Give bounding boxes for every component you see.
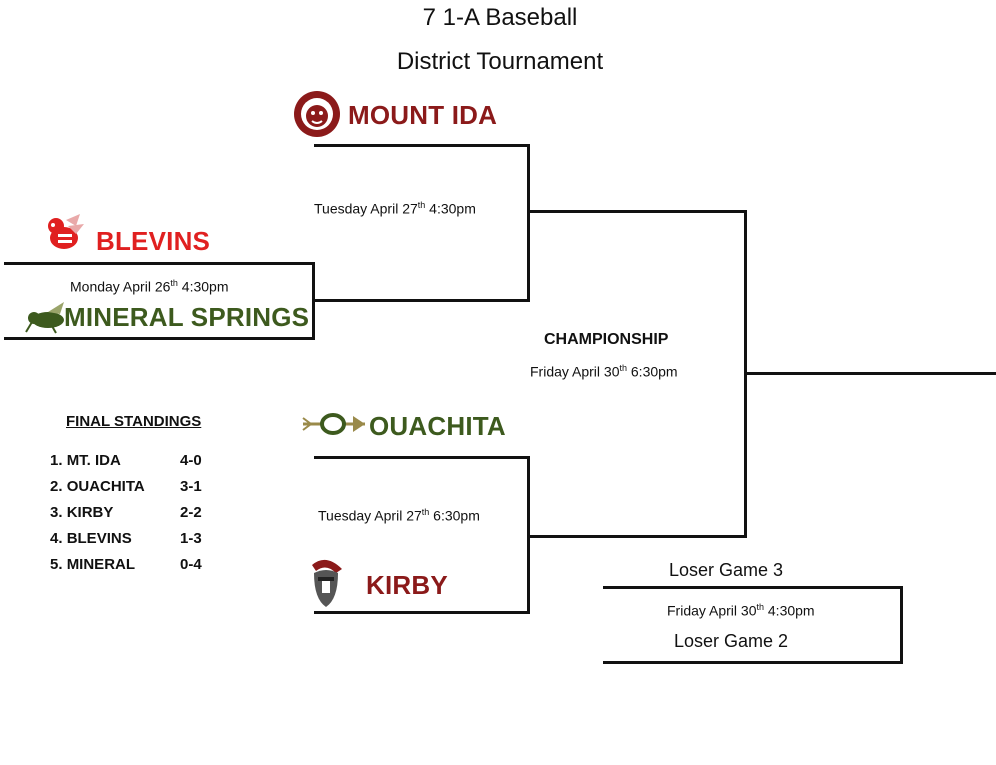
game-date: Friday April 30 bbox=[667, 602, 757, 619]
bracket-line bbox=[314, 456, 530, 459]
team-ouachita: OUACHITA bbox=[369, 411, 506, 441]
arrow-o-icon bbox=[301, 412, 367, 441]
game-date: Tuesday April 27 bbox=[314, 200, 418, 217]
standings-team: OUACHITA bbox=[66, 478, 145, 495]
standings-title: FINAL STANDINGS bbox=[66, 413, 202, 430]
bracket-line bbox=[744, 372, 996, 375]
standings-record: 1-3 bbox=[180, 530, 202, 547]
game-date: Tuesday April 27 bbox=[318, 507, 422, 524]
standings-list: 1. MT. IDA 4-0 2. OUACHITA 3-1 3. KIRBY … bbox=[50, 452, 250, 582]
standings-row: 5. MINERAL 0-4 bbox=[50, 556, 202, 573]
standings-position: 4. bbox=[50, 530, 63, 547]
standings-row: 3. KIRBY 2-2 bbox=[50, 504, 202, 521]
standings-team: BLEVINS bbox=[66, 530, 132, 547]
bracket-line bbox=[900, 586, 903, 664]
game-time: 4:30pm bbox=[177, 278, 229, 295]
game-3-schedule: Tuesday April 27th 6:30pm bbox=[318, 507, 480, 524]
bracket-line bbox=[4, 262, 315, 265]
date-suffix: th bbox=[417, 200, 426, 210]
consolation-bottom-slot: Loser Game 2 bbox=[674, 631, 789, 651]
game-time: 6:30pm bbox=[627, 363, 678, 380]
standings-record: 0-4 bbox=[180, 556, 202, 573]
standings-position: 2. bbox=[50, 478, 63, 495]
team-mineral-springs: MINERAL SPRINGS bbox=[64, 302, 310, 332]
standings-team: KIRBY bbox=[66, 504, 114, 521]
trojan-helmet-icon bbox=[306, 555, 346, 614]
hornet-icon bbox=[36, 212, 88, 259]
championship-label: CHAMPIONSHIP bbox=[544, 331, 669, 348]
standings-row: 4. BLEVINS 1-3 bbox=[50, 530, 202, 547]
standings-team: MINERAL bbox=[66, 556, 136, 573]
team-mount-ida: MOUNT IDA bbox=[348, 100, 498, 130]
bracket-line bbox=[4, 337, 315, 340]
page-title: 7 1-A Baseball bbox=[422, 4, 578, 31]
team-blevins: BLEVINS bbox=[96, 226, 211, 256]
date-suffix: th bbox=[421, 507, 430, 517]
standings-record: 4-0 bbox=[180, 452, 202, 469]
standings-record: 3-1 bbox=[180, 478, 202, 495]
standings-position: 5. bbox=[50, 556, 63, 573]
team-kirby: KIRBY bbox=[366, 570, 448, 600]
page-subtitle: District Tournament bbox=[396, 48, 604, 75]
standings-row: 2. OUACHITA 3-1 bbox=[50, 478, 202, 495]
bracket-line bbox=[314, 144, 530, 147]
bracket-line bbox=[314, 299, 530, 302]
bracket-line bbox=[527, 535, 747, 538]
bracket-line bbox=[312, 262, 315, 340]
bracket-line bbox=[314, 611, 530, 614]
bracket-line bbox=[603, 661, 903, 664]
date-suffix: th bbox=[170, 278, 178, 288]
consolation-schedule: Friday April 30th 4:30pm bbox=[667, 602, 815, 619]
bracket-line bbox=[527, 210, 747, 213]
game-time: 4:30pm bbox=[764, 602, 815, 619]
game-time: 6:30pm bbox=[429, 507, 480, 524]
game-date: Friday April 30 bbox=[530, 363, 620, 380]
standings-position: 1. bbox=[50, 452, 63, 469]
standings-row: 1. MT. IDA 4-0 bbox=[50, 452, 202, 469]
consolation-top-slot: Loser Game 3 bbox=[669, 560, 784, 580]
bracket-line bbox=[603, 586, 903, 589]
bracket-line bbox=[527, 144, 530, 302]
standings-team: MT. IDA bbox=[66, 452, 121, 469]
standings-record: 2-2 bbox=[180, 504, 202, 521]
game-time: 4:30pm bbox=[425, 200, 476, 217]
game-1-schedule: Monday April 26th 4:30pm bbox=[70, 278, 229, 295]
hornet-icon bbox=[22, 300, 70, 339]
championship-schedule: Friday April 30th 6:30pm bbox=[530, 363, 678, 380]
game-date: Monday April 26 bbox=[70, 278, 171, 295]
date-suffix: th bbox=[619, 363, 627, 373]
standings-position: 3. bbox=[50, 504, 63, 521]
game-2-schedule: Tuesday April 27th 4:30pm bbox=[314, 200, 476, 217]
date-suffix: th bbox=[756, 602, 764, 612]
lion-icon bbox=[289, 89, 345, 144]
